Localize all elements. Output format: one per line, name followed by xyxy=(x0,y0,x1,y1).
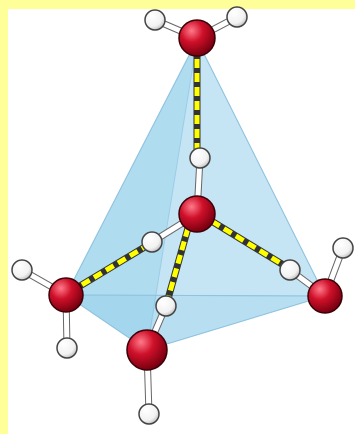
hydrogen-atom-icon xyxy=(139,404,159,424)
hydrogen-atom-icon xyxy=(142,232,162,252)
tetrahedron-face-bottom xyxy=(66,295,325,350)
oxygen-atom-icon xyxy=(179,20,215,56)
hydrogen-atom-icon xyxy=(57,338,77,358)
oxygen-atom-icon xyxy=(127,330,167,370)
oxygen-atom-icon xyxy=(179,196,215,232)
hydrogen-atom-icon xyxy=(280,260,300,280)
oxygen-atom-icon xyxy=(308,279,342,313)
hydrogen-atom-icon xyxy=(190,148,210,168)
hydrogen-atom-icon xyxy=(156,296,176,316)
hydrogen-atom-icon xyxy=(145,10,165,30)
hydrogen-atom-icon xyxy=(227,7,247,27)
hydrogen-atom-icon xyxy=(333,238,353,258)
oxygen-atom-icon xyxy=(49,278,83,312)
hydrogen-atom-icon xyxy=(12,260,32,280)
